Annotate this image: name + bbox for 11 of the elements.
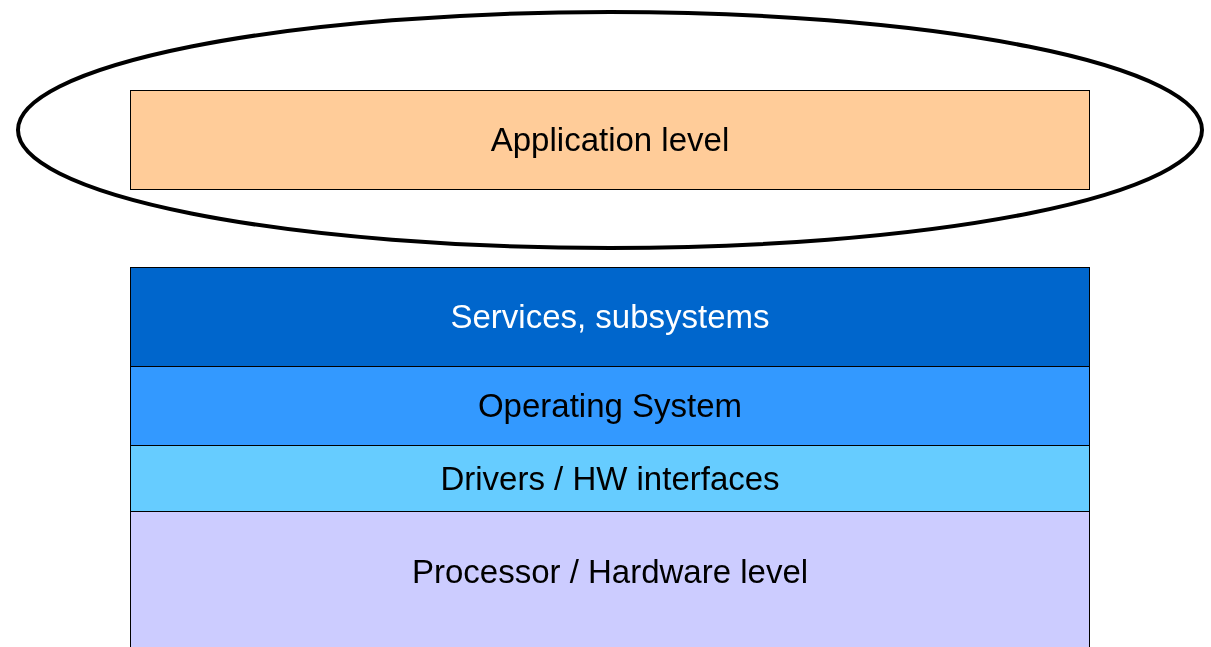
layer-label: Drivers / HW interfaces bbox=[440, 459, 780, 498]
ellipse-outline bbox=[16, 10, 1204, 250]
layer-label: Operating System bbox=[477, 387, 743, 425]
layer-box bbox=[130, 90, 1090, 190]
layer-box bbox=[130, 445, 1090, 512]
layer-label: Processor / Hardware level bbox=[411, 553, 809, 591]
layer-box bbox=[130, 366, 1090, 446]
layer-box bbox=[130, 511, 1090, 647]
layer-label: Services, subsystems bbox=[450, 298, 770, 336]
layer-box bbox=[130, 267, 1090, 367]
layer-label: Application level bbox=[490, 121, 730, 159]
